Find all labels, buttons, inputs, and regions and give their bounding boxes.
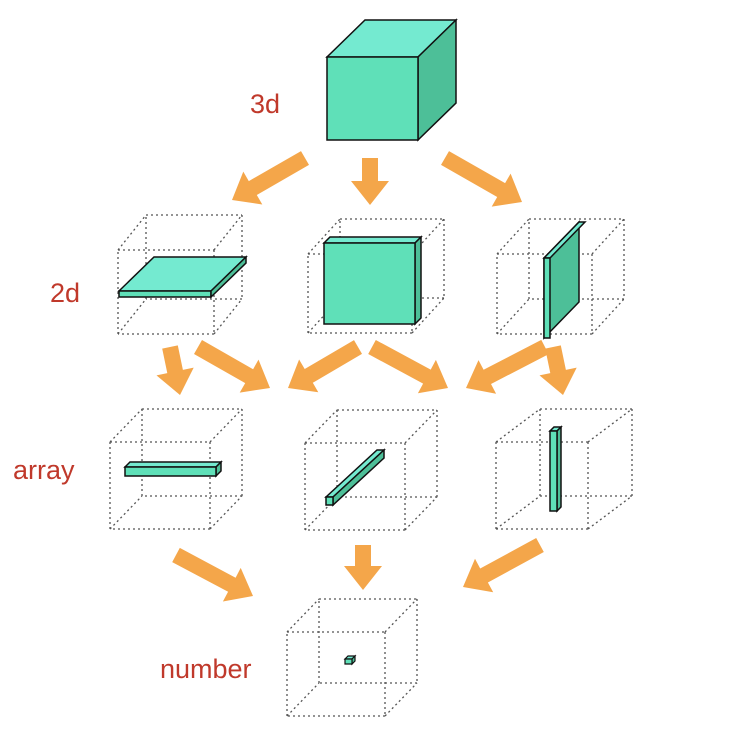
- label-number: number: [160, 654, 252, 684]
- box-number-point: [286, 598, 418, 717]
- label-array: array: [13, 455, 75, 485]
- arrow-2d-right-to-array-right: [539, 345, 577, 395]
- arrows-2d-to-array: [156, 339, 577, 395]
- arrow-array-left-to-number: [172, 547, 253, 602]
- box-array-horizontal-rod: [109, 408, 243, 530]
- arrow-array-right-to-number: [463, 538, 544, 593]
- arrows-3d-to-2d: [232, 151, 522, 207]
- box-2d-front-slice: [307, 218, 445, 334]
- arrow-2d-left-to-array-left: [156, 345, 194, 395]
- arrow-2d-center-to-array-left: [288, 340, 362, 393]
- arrows-array-to-number: [172, 538, 544, 602]
- arrow-array-center-to-number: [344, 545, 382, 590]
- cube-3d: [325, 18, 458, 142]
- box-array-depth-rod: [304, 409, 438, 531]
- arrow-2d-left-to-array-center: [194, 340, 270, 393]
- label-2d: 2d: [50, 278, 80, 308]
- label-3d: 3d: [250, 89, 280, 119]
- arrow-3d-to-2d-right: [441, 151, 522, 207]
- arrow-3d-to-2d-center: [351, 158, 389, 205]
- box-2d-side-slice: [496, 218, 625, 340]
- arrow-2d-right-to-array-center: [466, 339, 549, 394]
- arrow-3d-to-2d-left: [232, 151, 309, 205]
- box-array-vertical-rod: [495, 408, 633, 530]
- box-2d-horizontal-slice: [117, 214, 248, 335]
- arrow-2d-center-to-array-right: [368, 340, 448, 394]
